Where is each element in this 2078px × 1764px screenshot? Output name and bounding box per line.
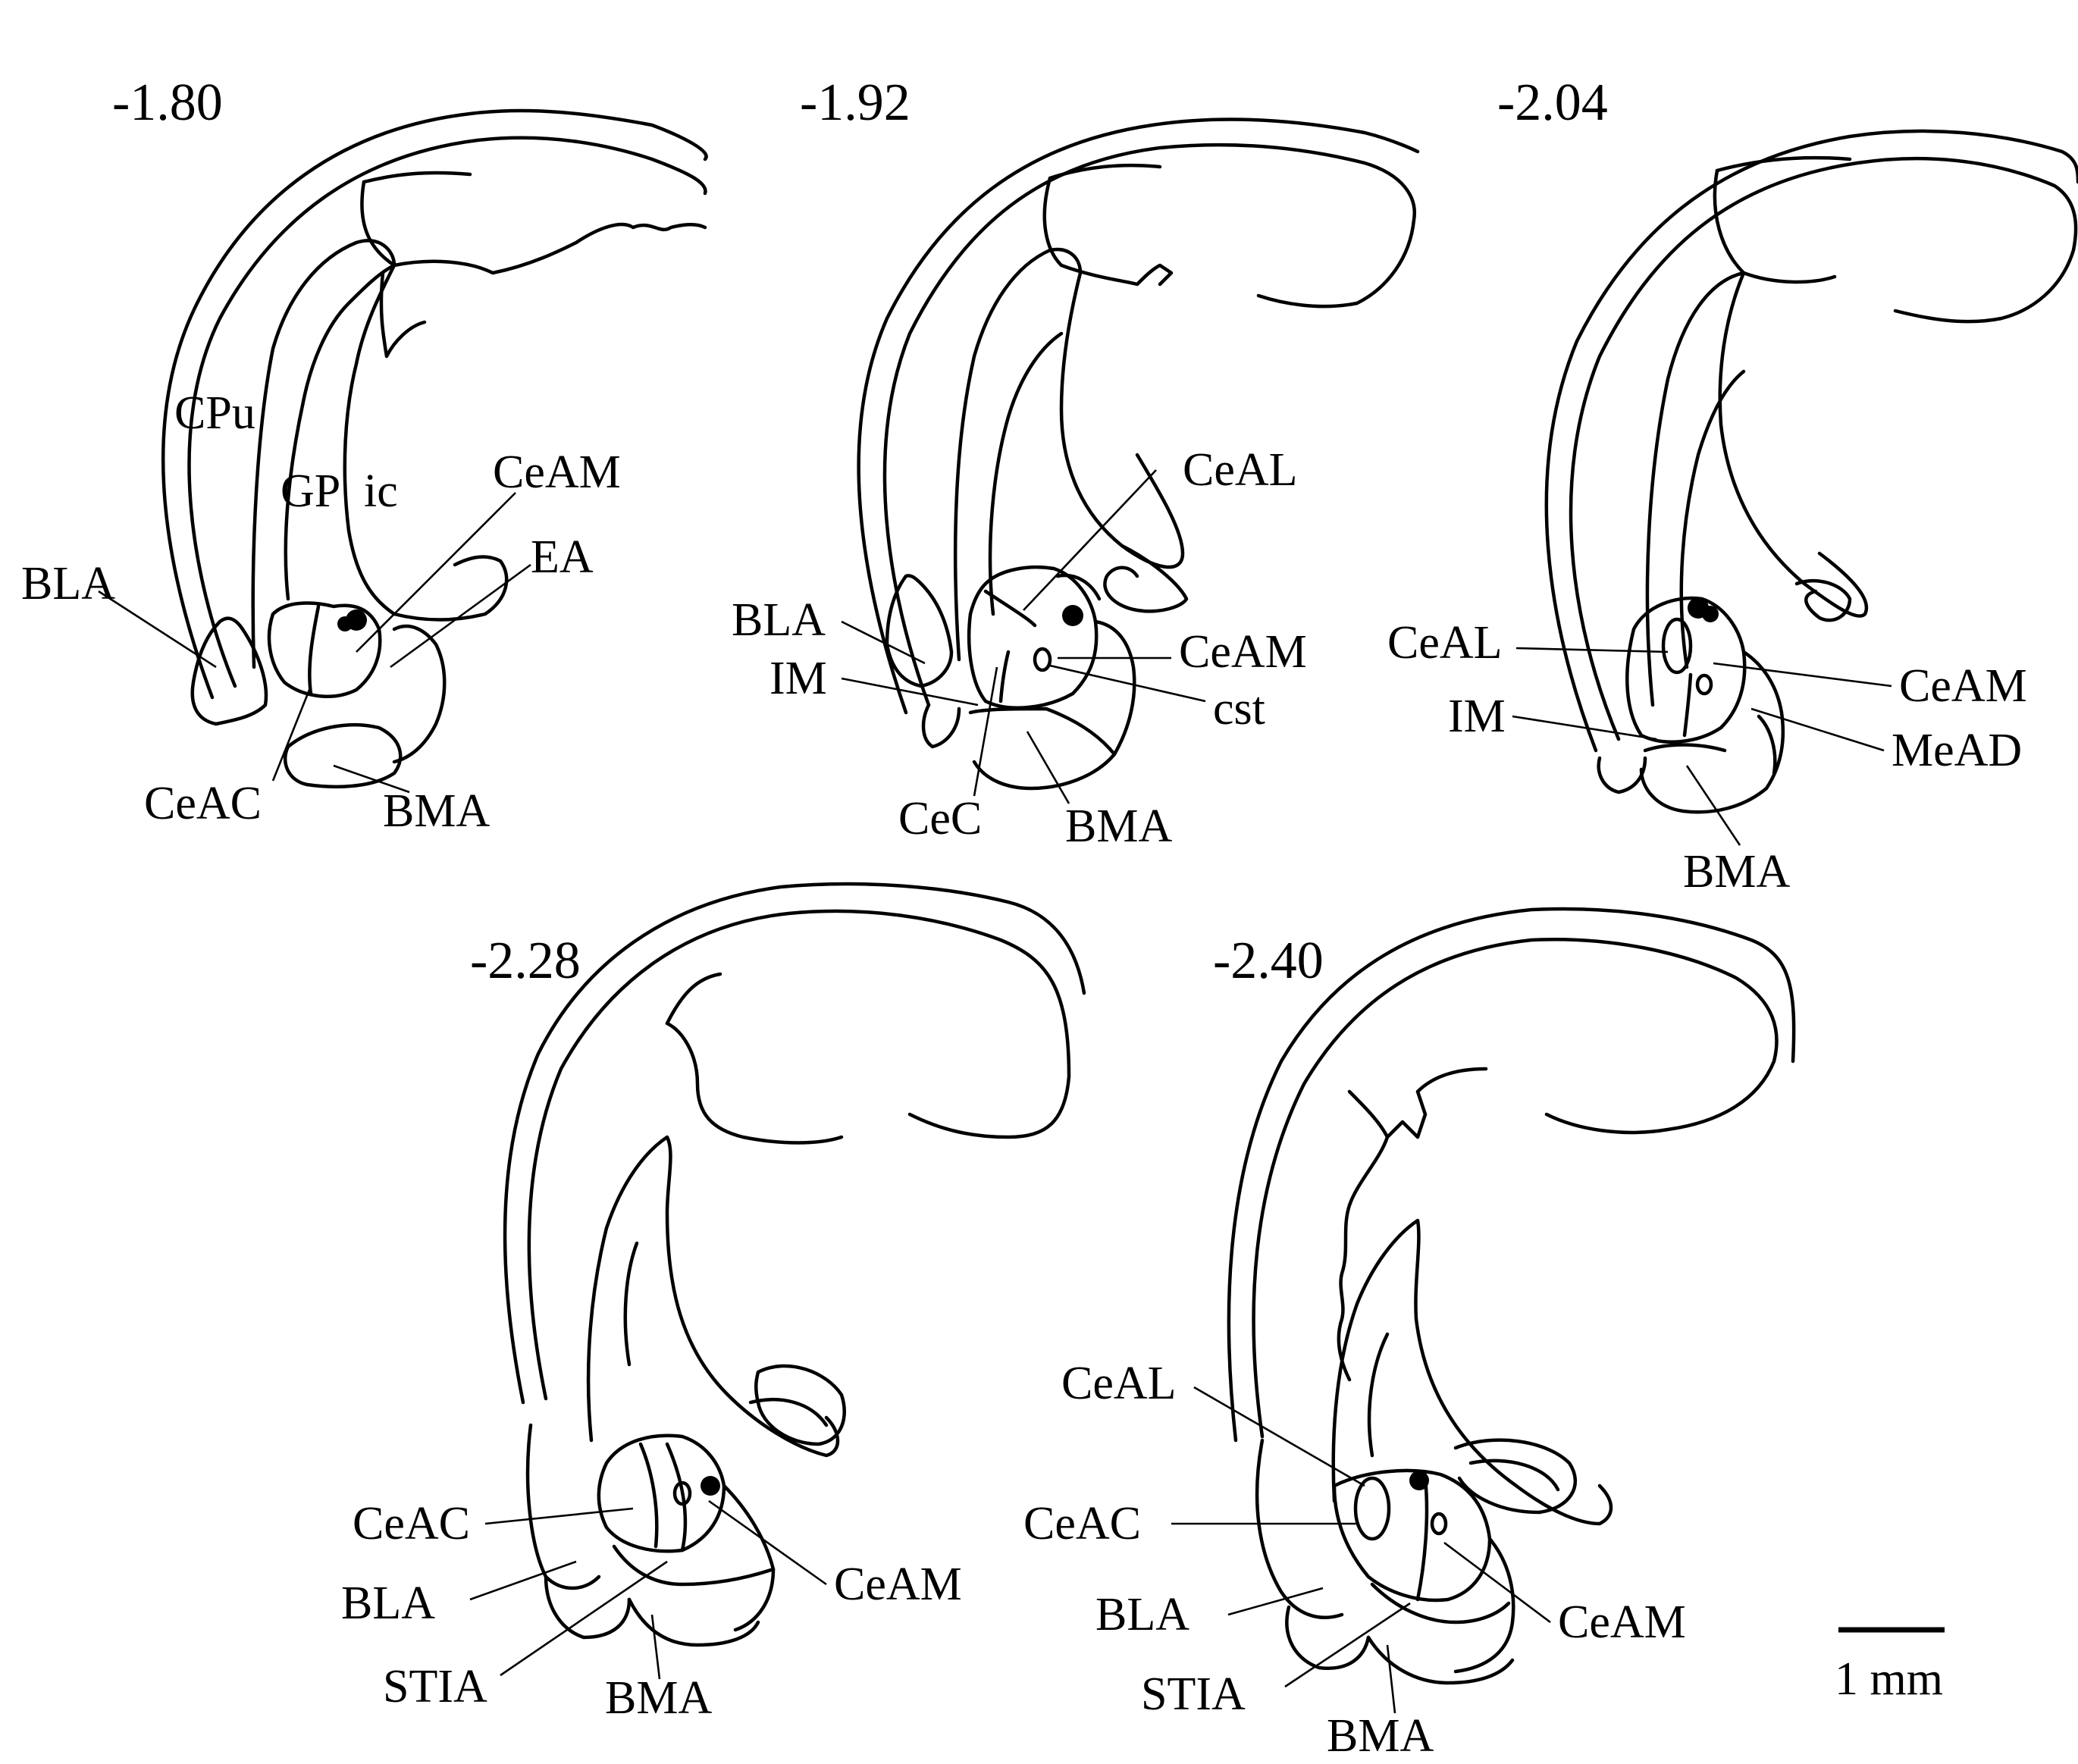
label-ceac: CeAC bbox=[1023, 1498, 1141, 1549]
label-ceam: CeAM bbox=[1899, 660, 2027, 712]
label-bla: BLA bbox=[1095, 1589, 1189, 1640]
label-bma: BMA bbox=[1683, 846, 1790, 898]
label-ceal: CeAL bbox=[1183, 444, 1298, 496]
injection-site-marker bbox=[1062, 605, 1083, 626]
section-outline bbox=[1544, 129, 2078, 814]
injection-site-marker bbox=[701, 1476, 720, 1496]
section-coordinate: -1.92 bbox=[800, 74, 910, 132]
section-minus-2-04: -2.04 CeAL CeAM IM MeAD BMA bbox=[1387, 74, 2078, 898]
label-ea: EA bbox=[531, 531, 594, 583]
label-ic: ic bbox=[364, 465, 398, 517]
label-cst: cst bbox=[1213, 683, 1265, 735]
label-bla: BLA bbox=[21, 558, 115, 609]
section-coordinate: -2.04 bbox=[1497, 74, 1608, 132]
section-minus-1-92: -1.92 CeAL BLA CeAM IM cst Ce bbox=[732, 74, 1420, 852]
section-outline bbox=[503, 882, 1086, 1647]
label-bma: BMA bbox=[1065, 801, 1172, 852]
label-bma: BMA bbox=[605, 1672, 712, 1724]
label-ceal: CeAL bbox=[1061, 1358, 1177, 1409]
label-gp: GP bbox=[281, 465, 340, 517]
label-stia: STIA bbox=[1141, 1668, 1246, 1720]
label-cec: CeC bbox=[898, 793, 982, 844]
section-outline bbox=[857, 117, 1420, 791]
section-outline bbox=[1227, 907, 1796, 1685]
section-minus-2-40: -2.40 CeAL CeAC BLA CeAM bbox=[1023, 907, 1796, 1762]
injection-site-marker bbox=[1409, 1471, 1429, 1490]
label-im: IM bbox=[769, 653, 827, 704]
label-cpu: CPu bbox=[174, 387, 255, 439]
label-im: IM bbox=[1448, 691, 1506, 742]
label-ceal: CeAL bbox=[1387, 617, 1503, 669]
label-ceam: CeAM bbox=[1179, 626, 1307, 678]
label-ceam: CeAM bbox=[834, 1559, 962, 1610]
section-outline bbox=[161, 108, 708, 789]
label-bma: BMA bbox=[1327, 1710, 1434, 1762]
label-stia: STIA bbox=[383, 1661, 487, 1712]
section-minus-2-28: -2.28 CeAC CeAM BLA STIA BMA bbox=[341, 882, 1086, 1724]
label-ceam: CeAM bbox=[493, 446, 621, 498]
label-ceam: CeAM bbox=[1558, 1596, 1686, 1648]
label-bla: BLA bbox=[341, 1578, 435, 1629]
section-coordinate: -2.40 bbox=[1213, 932, 1324, 990]
label-ceac: CeAC bbox=[353, 1498, 470, 1549]
scale-bar-label: 1 mm bbox=[1835, 1653, 1943, 1705]
section-minus-1-80: -1.80 CPu GP ic CeAM EA BLA CeAC bbox=[21, 74, 708, 837]
section-coordinate: -1.80 bbox=[112, 74, 223, 132]
scale-bar: 1 mm bbox=[1835, 1627, 1945, 1705]
label-mead: MeAD bbox=[1892, 725, 2022, 776]
label-bma: BMA bbox=[383, 785, 490, 837]
label-ceac: CeAC bbox=[144, 778, 262, 829]
label-bla: BLA bbox=[732, 594, 826, 646]
section-coordinate: -2.28 bbox=[470, 932, 581, 990]
